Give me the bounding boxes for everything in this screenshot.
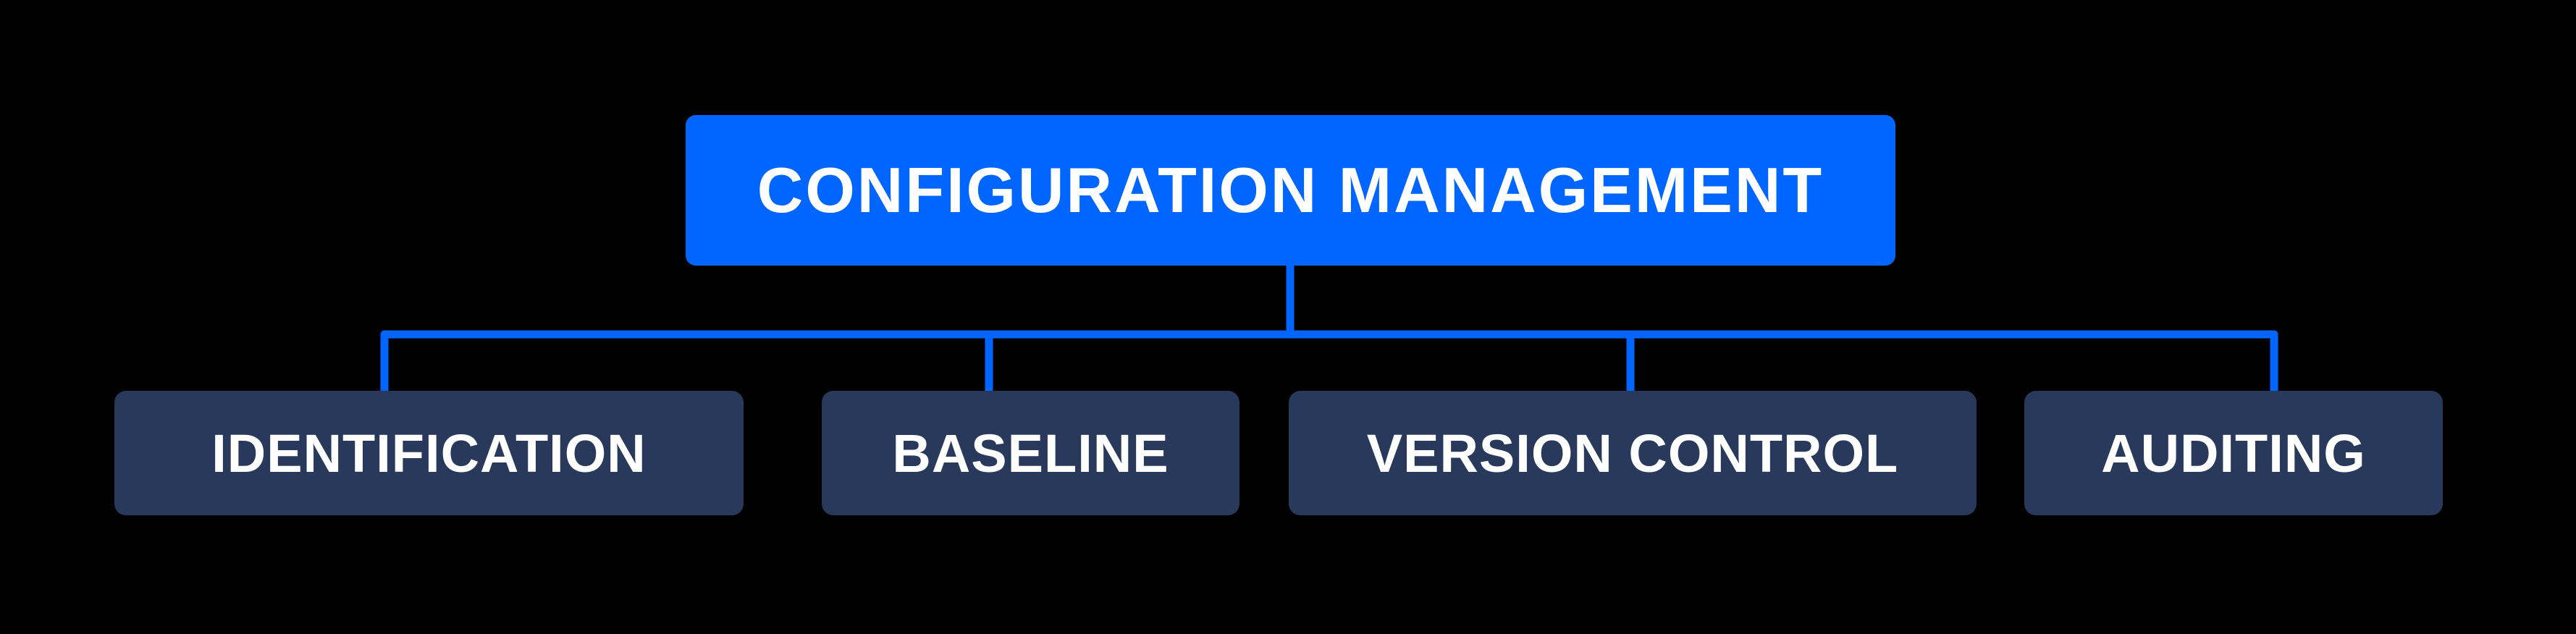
node-configuration-management-label: CONFIGURATION MANAGEMENT [757,154,1824,226]
node-baseline-label: BASELINE [892,423,1169,483]
node-auditing: AUDITING [2024,391,2443,515]
node-auditing-label: AUDITING [2101,423,2366,483]
node-identification: IDENTIFICATION [114,391,744,515]
node-baseline: BASELINE [822,391,1239,515]
node-version-control-label: VERSION CONTROL [1366,423,1899,483]
connector-rail [380,330,2278,395]
node-version-control: VERSION CONTROL [1289,391,1977,515]
node-configuration-management: CONFIGURATION MANAGEMENT [686,115,1895,266]
node-identification-label: IDENTIFICATION [211,423,647,483]
